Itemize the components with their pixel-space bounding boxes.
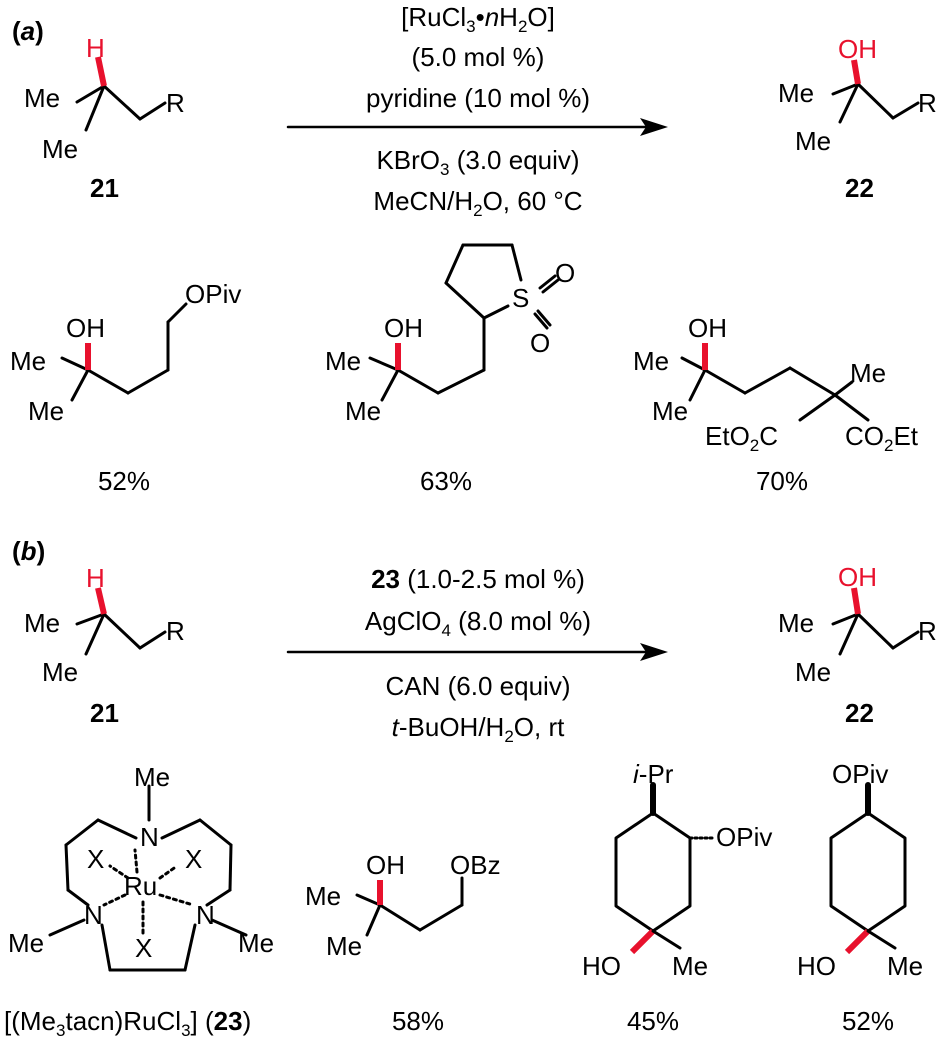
methyl-label: Me: [24, 608, 60, 638]
methyl-label: Me: [134, 762, 170, 792]
hydroxyl-label: OH: [838, 562, 877, 592]
hydroxyl-label: OH: [66, 313, 105, 343]
methyl-label: Me: [42, 134, 78, 164]
methyl-label: Me: [778, 608, 814, 638]
compound-number: 21: [90, 173, 119, 203]
substituent-label: OBz: [450, 850, 501, 880]
example-a1: OH Me Me OPiv 52%: [10, 279, 241, 496]
yield-label: 52%: [98, 466, 150, 496]
example-a2: OH Me Me S O O 63%: [325, 243, 575, 496]
methyl-label: Me: [326, 931, 362, 961]
methyl-label: Me: [28, 396, 64, 426]
conditions-a: [RuCl3•nH2O] (5.0 mol %) pyridine (10 mo…: [366, 2, 590, 220]
r-group-label: R: [918, 616, 937, 646]
solvent-line: MeCN/H2O, 60 °C: [373, 186, 582, 220]
reaction-arrow-b: [286, 643, 668, 661]
methyl-label: Me: [672, 951, 708, 981]
nitrogen-atom: N: [140, 822, 159, 852]
reactant-21-a: H Me Me R 21: [24, 33, 185, 203]
methyl-label: Me: [795, 657, 831, 687]
loading-line: (5.0 mol %): [412, 42, 545, 72]
catalyst-23: Me N X X Ru N N Me Me X [(Me3tacn)RuCl3]…: [4, 762, 274, 1037]
methyl-label: Me: [42, 657, 78, 687]
nitrogen-atom: N: [84, 900, 103, 930]
hydroxyl-label: OH: [384, 313, 423, 343]
yield-label: 52%: [842, 1006, 894, 1036]
panel-a-label: (a): [12, 16, 44, 46]
product-22-a: OH Me Me R 22: [778, 34, 937, 203]
panel-a: (a) H Me Me R 21 [RuCl3•nH2O] (5.0 mol %…: [10, 2, 937, 496]
hydroxyl-label: OH: [688, 313, 727, 343]
conditions-b: 23 (1.0-2.5 mol %) AgClO4 (8.0 mol %) CA…: [365, 564, 591, 746]
nitrogen-atom: N: [196, 900, 215, 930]
substituent-label: OPiv: [716, 822, 772, 852]
catalyst-label: [(Me3tacn)RuCl3] (23): [4, 1006, 251, 1037]
hydroxyl-label: HO: [797, 951, 836, 981]
hydroxyl-label: OH: [366, 850, 405, 880]
compound-number: 22: [845, 698, 874, 728]
additive-line: AgClO4 (8.0 mol %): [365, 606, 591, 640]
yield-label: 58%: [392, 1006, 444, 1036]
oxygen-atom: O: [555, 258, 575, 288]
oxidant-line: KBrO3 (3.0 equiv): [376, 145, 579, 179]
hydrogen-atom: H: [86, 33, 105, 63]
methyl-label: Me: [325, 346, 361, 376]
yield-label: 70%: [756, 466, 808, 496]
methyl-label: Me: [652, 396, 688, 426]
ester-label: EtO2C: [705, 421, 778, 455]
hydroxyl-label: OH: [838, 34, 877, 64]
compound-number: 21: [90, 698, 119, 728]
methyl-label: Me: [10, 346, 46, 376]
catalyst-line: 23 (1.0-2.5 mol %): [371, 564, 585, 594]
isopropyl-label: i-Pr: [633, 759, 674, 789]
catalyst-line: [RuCl3•nH2O]: [401, 2, 555, 36]
reaction-arrow-a: [286, 118, 668, 136]
hydrogen-atom: H: [86, 563, 105, 593]
oxygen-atom: O: [530, 328, 550, 358]
yield-label: 45%: [627, 1006, 679, 1036]
methyl-label: Me: [778, 78, 814, 108]
methyl-label: Me: [795, 126, 831, 156]
r-group-label: R: [166, 88, 185, 118]
methyl-label: Me: [345, 396, 381, 426]
methyl-label: Me: [238, 928, 274, 958]
methyl-label: Me: [633, 346, 669, 376]
reactant-21-b: H Me Me R 21: [24, 563, 185, 728]
methyl-label: Me: [850, 358, 886, 388]
example-b2: i-Pr OPiv HO Me 45%: [582, 759, 772, 1036]
methyl-label: Me: [8, 928, 44, 958]
ligand-x: X: [87, 844, 104, 874]
solvent-line: t-BuOH/H2O, rt: [392, 712, 566, 746]
methyl-label: Me: [24, 83, 60, 113]
ruthenium-atom: Ru: [124, 871, 157, 901]
yield-label: 63%: [420, 466, 472, 496]
example-b3: OPiv HO Me 52%: [797, 759, 923, 1036]
oxidant-line: CAN (6.0 equiv): [386, 671, 571, 701]
methyl-label: Me: [305, 881, 341, 911]
additive-line: pyridine (10 mol %): [366, 83, 590, 113]
example-a3: OH Me Me Me EtO2C CO2Et 70%: [633, 313, 919, 496]
ligand-x: X: [135, 933, 152, 963]
sulfur-atom: S: [512, 283, 529, 313]
r-group-label: R: [166, 616, 185, 646]
panel-b: (b) H Me Me R 21 23 (1.0-2.5 mol %) AgCl…: [4, 536, 937, 1037]
methyl-label: Me: [887, 951, 923, 981]
substituent-label: OPiv: [185, 279, 241, 309]
substituent-label: OPiv: [832, 759, 888, 789]
panel-b-label: (b): [12, 536, 45, 566]
ester-label: CO2Et: [845, 421, 919, 455]
r-group-label: R: [918, 88, 937, 118]
hydroxyl-label: HO: [582, 951, 621, 981]
compound-number: 22: [845, 173, 874, 203]
product-22-b: OH Me Me R 22: [778, 562, 937, 728]
example-b1: OH Me Me OBz 58%: [305, 850, 501, 1036]
ligand-x: X: [185, 844, 202, 874]
